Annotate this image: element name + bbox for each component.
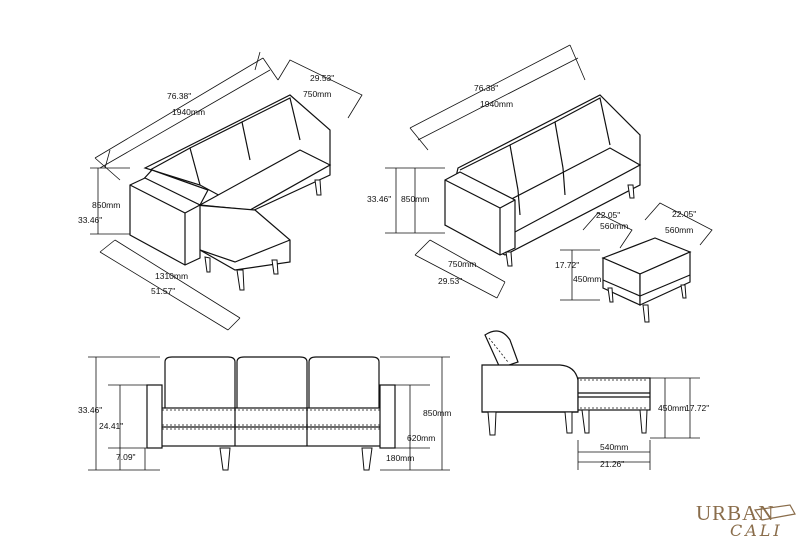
ottoman-height-in: 17.72" xyxy=(555,260,579,270)
ottoman-isometric-view: 22.05" 560mm 22.05" 560mm 17.72" 450mm xyxy=(555,202,713,323)
sofa-height-mm: 850mm xyxy=(401,194,429,204)
sofa-isometric-view: 76.38" 1940mm 33.46" 850mm 750mm 29.53" xyxy=(367,44,642,299)
front-total-height-mm: 850mm xyxy=(423,408,451,418)
sectional-height-mm: 850mm xyxy=(92,200,120,210)
sectional-isometric-view: 76.38" 1940mm 29.53" 750mm 850mm 33.46" … xyxy=(78,51,363,331)
front-arm-height-in: 24.41" xyxy=(99,421,123,431)
side-seat-height-in: 17.72" xyxy=(685,403,709,413)
sectional-length-mm: 1940mm xyxy=(172,107,205,117)
sectional-length-in: 76.38" xyxy=(167,91,191,101)
sectional-depth-in: 29.53" xyxy=(310,73,334,83)
sectional-chaise-mm: 1310mm xyxy=(155,271,188,281)
logo-sofa-icon xyxy=(753,504,796,521)
ottoman-depth-in: 22.05" xyxy=(672,209,696,219)
logo-urban-text: URBAN xyxy=(696,501,775,525)
sectional-depth-mm: 750mm xyxy=(303,89,331,99)
sectional-height-in: 33.46" xyxy=(78,215,102,225)
sofa-depth-in: 29.53" xyxy=(438,276,462,286)
sofa-front-view: 33.46" 24.41" 7.09" 850mm 620mm 180mm xyxy=(78,356,451,471)
logo-cali-text: CALI xyxy=(730,521,783,540)
sofa-height-in: 33.46" xyxy=(367,194,391,204)
sofa-side-view: 450mm 17.72" 540mm 21.26" xyxy=(481,330,709,470)
ottoman-depth-mm: 560mm xyxy=(665,225,693,235)
side-seat-height-mm: 450mm xyxy=(658,403,686,413)
ottoman-width-in: 22.05" xyxy=(596,210,620,220)
sofa-length-mm: 1940mm xyxy=(480,99,513,109)
sofa-length-in: 76.38" xyxy=(474,83,498,93)
front-arm-height-mm: 620mm xyxy=(407,433,435,443)
side-ottoman-depth-in: 21.26" xyxy=(600,459,624,469)
front-total-height-in: 33.46" xyxy=(78,405,102,415)
urban-cali-logo: URBAN CALI xyxy=(696,501,796,540)
side-ottoman-depth-mm: 540mm xyxy=(600,442,628,452)
sofa-depth-mm: 750mm xyxy=(448,259,476,269)
sectional-chaise-in: 51.57" xyxy=(151,286,175,296)
ottoman-width-mm: 560mm xyxy=(600,221,628,231)
front-leg-height-mm: 180mm xyxy=(386,453,414,463)
front-leg-height-in: 7.09" xyxy=(116,452,136,462)
ottoman-height-mm: 450mm xyxy=(573,274,601,284)
